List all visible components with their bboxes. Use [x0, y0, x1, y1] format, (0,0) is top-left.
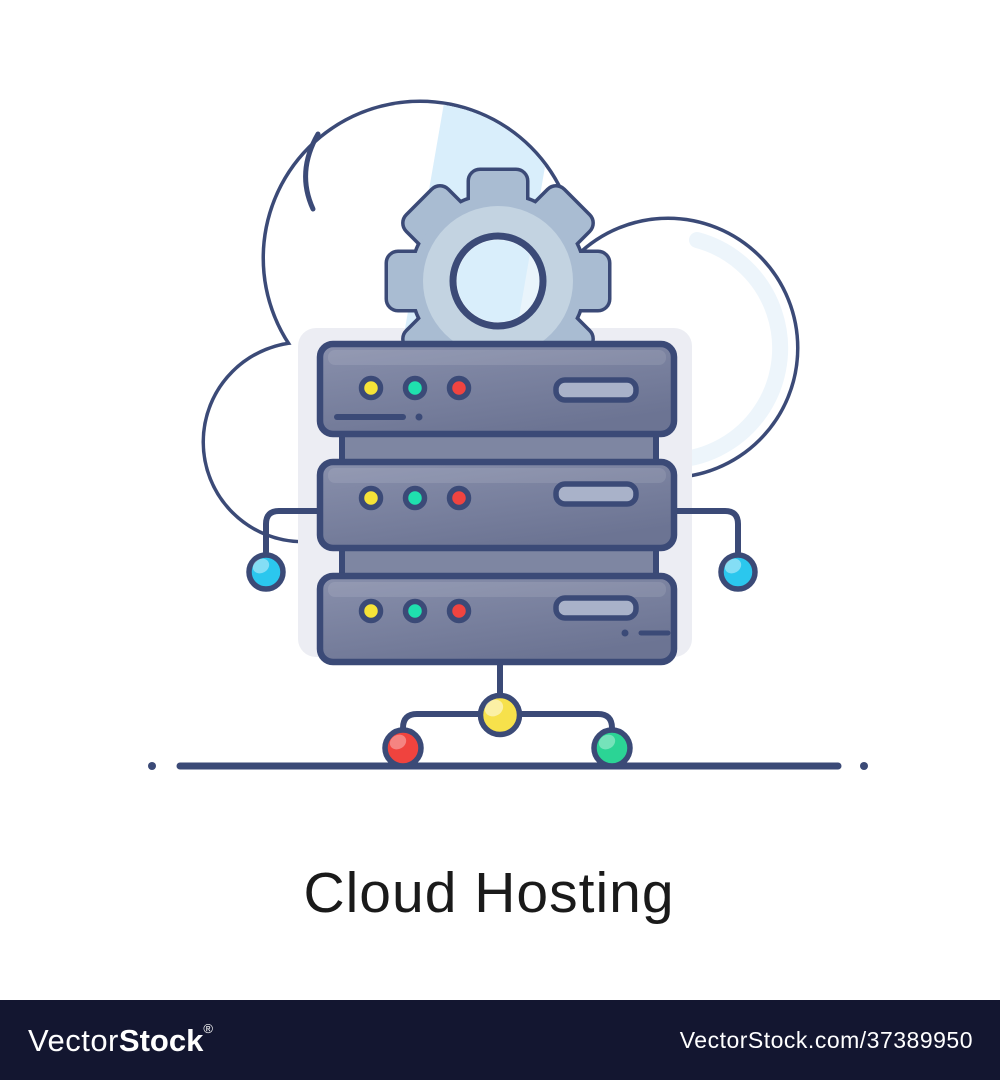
registered-mark: ®: [203, 1021, 213, 1036]
led-yellow-icon: [358, 598, 384, 624]
ground-dot: [860, 762, 868, 770]
yellow-node-icon: [477, 692, 523, 738]
green-node-icon: [591, 727, 633, 769]
cyan-node-icon: [246, 552, 286, 592]
cloud-detail-arc: [303, 131, 321, 212]
ground-line: [148, 762, 868, 770]
site-reference: VectorStock.com/37389950: [679, 1026, 973, 1053]
server-rack-icon: [316, 340, 678, 666]
led-green-icon: [402, 598, 428, 624]
drive-slot: [553, 595, 639, 621]
brand-light: Vector: [28, 1023, 119, 1058]
server-row: [316, 458, 678, 552]
drive-slot: [553, 481, 639, 507]
ground-dot: [148, 762, 156, 770]
red-node-icon: [382, 727, 424, 769]
vectorstock-logo: VectorStock®: [28, 1021, 213, 1059]
led-green-icon: [402, 375, 428, 401]
vent-dot: [415, 413, 423, 421]
led-green-icon: [402, 485, 428, 511]
cyan-node-icon: [718, 552, 758, 592]
led-red-icon: [446, 485, 472, 511]
gear-icon: [384, 167, 612, 395]
led-red-icon: [446, 598, 472, 624]
led-yellow-icon: [358, 485, 384, 511]
drive-slot: [553, 377, 639, 403]
cloud-hosting-illustration: [148, 99, 868, 770]
server-row: [316, 340, 678, 438]
watermark-footer: VectorStock® VectorStock.com/37389950: [0, 1000, 1000, 1080]
network-node-icons: [246, 552, 758, 769]
led-red-icon: [446, 375, 472, 401]
brand-bold: Stock: [118, 1023, 204, 1058]
led-yellow-icon: [358, 375, 384, 401]
vent-dot: [621, 629, 629, 637]
page-title: Cloud Hosting: [303, 861, 675, 925]
server-row: [316, 572, 678, 666]
